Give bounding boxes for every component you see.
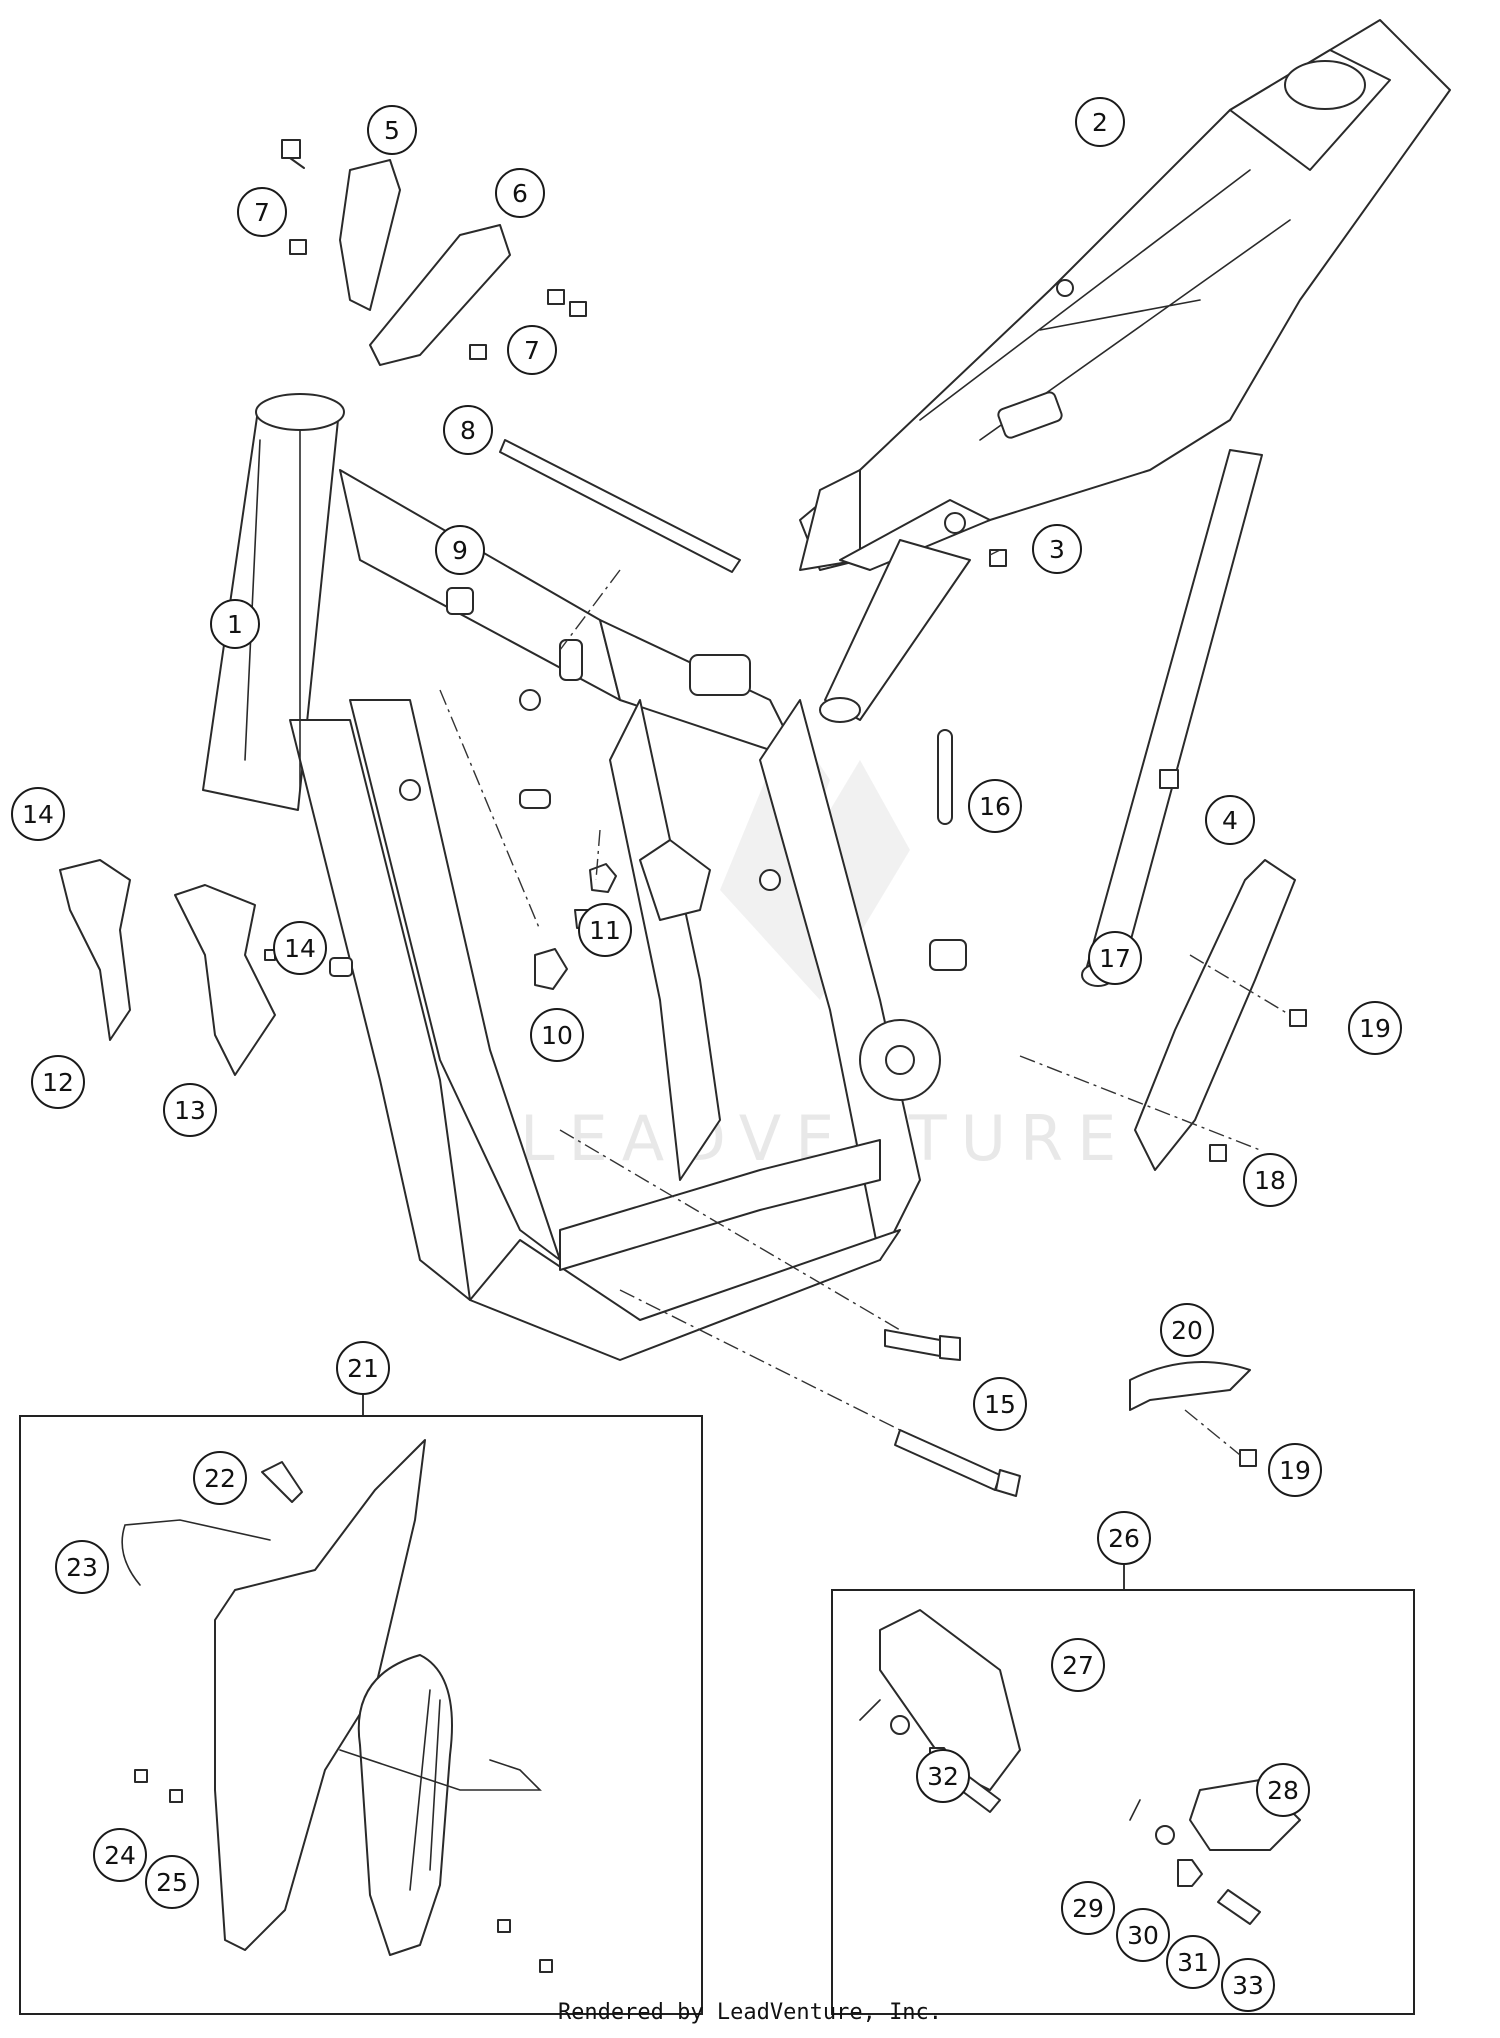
footrest-27 xyxy=(879,1609,1021,1791)
svg-text:18: 18 xyxy=(1254,1166,1286,1195)
svg-text:29: 29 xyxy=(1072,1894,1104,1923)
svg-text:33: 33 xyxy=(1232,1971,1264,2000)
callout-9: 9 xyxy=(435,525,485,575)
subassembly-box-26 xyxy=(831,1589,1415,2015)
svg-text:32: 32 xyxy=(927,1762,959,1791)
callout-23: 23 xyxy=(55,1540,109,1594)
svg-text:14: 14 xyxy=(284,934,316,963)
svg-text:27: 27 xyxy=(1062,1651,1094,1680)
small-parts xyxy=(24,139,1307,1497)
callout-10: 10 xyxy=(530,1008,584,1062)
callout-32: 32 xyxy=(916,1749,970,1803)
callout-21: 21 xyxy=(336,1341,390,1395)
subassembly-box-21 xyxy=(19,1415,703,2015)
callout-8: 8 xyxy=(443,405,493,455)
svg-text:10: 10 xyxy=(541,1021,573,1050)
callout-17: 17 xyxy=(1088,931,1142,985)
svg-text:19: 19 xyxy=(1279,1456,1311,1485)
svg-text:28: 28 xyxy=(1267,1776,1299,1805)
shield-12 xyxy=(59,859,131,1041)
callout-3: 3 xyxy=(1032,524,1082,574)
callout-31: 31 xyxy=(1166,1935,1220,1989)
callout-5: 5 xyxy=(367,105,417,155)
frame-protector-left xyxy=(214,1439,426,1951)
svg-text:15: 15 xyxy=(984,1390,1016,1419)
svg-text:7: 7 xyxy=(524,336,540,365)
svg-text:16: 16 xyxy=(979,792,1011,821)
callout-7b: 7 xyxy=(507,325,557,375)
callout-11: 11 xyxy=(578,903,632,957)
frame-protector-right xyxy=(357,1654,453,1956)
assembly-lines xyxy=(439,549,1291,1456)
callout-19b: 19 xyxy=(1268,1443,1322,1497)
svg-text:12: 12 xyxy=(42,1068,74,1097)
callout-12: 12 xyxy=(31,1055,85,1109)
callout-13: 13 xyxy=(163,1083,217,1137)
clamp-16 xyxy=(937,729,953,825)
svg-text:2: 2 xyxy=(1092,108,1108,137)
callout-22: 22 xyxy=(193,1451,247,1505)
cable-right xyxy=(339,1749,542,1791)
svg-text:6: 6 xyxy=(512,179,528,208)
svg-text:4: 4 xyxy=(1222,806,1238,835)
svg-text:14: 14 xyxy=(22,800,54,829)
callout-29: 29 xyxy=(1061,1881,1115,1935)
callouts: 1 2 3 4 5 6 7 7 8 9 10 11 12 13 14 14 15… xyxy=(11,97,1402,2012)
callout-4: 4 xyxy=(1205,795,1255,845)
frame-guard-parts xyxy=(121,1439,553,1973)
callout-25: 25 xyxy=(145,1855,199,1909)
svg-text:11: 11 xyxy=(589,916,621,945)
callout-19a: 19 xyxy=(1348,1001,1402,1055)
svg-text:5: 5 xyxy=(384,116,400,145)
callout-14b: 14 xyxy=(273,921,327,975)
callout-2: 2 xyxy=(1075,97,1125,147)
svg-text:1: 1 xyxy=(227,610,243,639)
callout-14a: 14 xyxy=(11,787,65,841)
subframe xyxy=(799,19,1451,987)
cable-tie-8 xyxy=(499,439,741,573)
svg-text:22: 22 xyxy=(204,1464,236,1493)
svg-text:25: 25 xyxy=(156,1868,188,1897)
frame xyxy=(202,393,967,1361)
callout-6: 6 xyxy=(495,168,545,218)
footer-credit: Rendered by LeadVenture, Inc. xyxy=(557,2000,943,2025)
svg-text:31: 31 xyxy=(1177,1948,1209,1977)
callout-27: 27 xyxy=(1051,1638,1105,1692)
bracket-6 xyxy=(369,224,511,366)
callout-15: 15 xyxy=(973,1377,1027,1431)
cable-23 xyxy=(121,1519,271,1586)
callout-20: 20 xyxy=(1160,1303,1214,1357)
svg-text:7: 7 xyxy=(254,198,270,227)
guide-20 xyxy=(1129,1361,1251,1411)
callout-1: 1 xyxy=(210,599,260,649)
svg-text:24: 24 xyxy=(104,1841,136,1870)
callout-18: 18 xyxy=(1243,1153,1297,1207)
callout-33: 33 xyxy=(1221,1958,1275,2012)
svg-text:8: 8 xyxy=(460,416,476,445)
svg-text:13: 13 xyxy=(174,1096,206,1125)
callout-16: 16 xyxy=(968,779,1022,833)
svg-text:21: 21 xyxy=(347,1354,379,1383)
callout-7a: 7 xyxy=(237,187,287,237)
svg-text:23: 23 xyxy=(66,1553,98,1582)
callout-28: 28 xyxy=(1256,1763,1310,1817)
svg-text:19: 19 xyxy=(1359,1014,1391,1043)
svg-text:26: 26 xyxy=(1108,1524,1140,1553)
svg-text:9: 9 xyxy=(452,536,468,565)
svg-text:20: 20 xyxy=(1171,1316,1203,1345)
svg-text:3: 3 xyxy=(1049,535,1065,564)
callout-24: 24 xyxy=(93,1828,147,1882)
chain-guide-17 xyxy=(1134,859,1296,1171)
bracket-5 xyxy=(339,159,401,311)
shield-13 xyxy=(174,884,276,1076)
svg-text:30: 30 xyxy=(1127,1921,1159,1950)
callout-30: 30 xyxy=(1116,1908,1170,1962)
svg-text:17: 17 xyxy=(1099,944,1131,973)
callout-26: 26 xyxy=(1097,1511,1151,1565)
